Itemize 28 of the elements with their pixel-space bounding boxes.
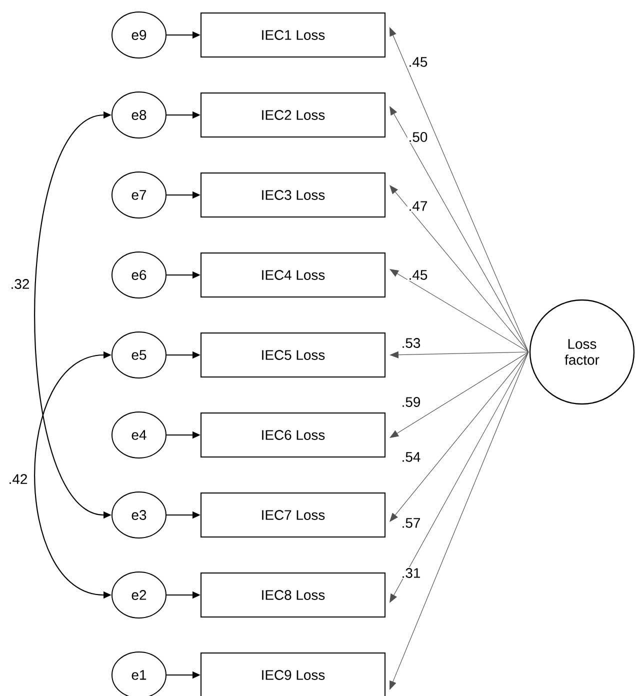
arrow: [390, 185, 529, 352]
indicator-box: IEC7 Loss: [200, 492, 386, 538]
indicator-box: IEC1 Loss: [200, 12, 386, 58]
arrow: [390, 106, 529, 352]
edge-label: .45: [407, 269, 429, 281]
edge-label: .42: [7, 473, 29, 485]
edge-label: .45: [407, 56, 429, 68]
arrow: [390, 27, 529, 352]
indicator-box: IEC4 Loss: [200, 252, 386, 298]
indicator-box: IEC5 Loss: [200, 332, 386, 378]
indicator-box: IEC2 Loss: [200, 92, 386, 138]
arrow: [390, 352, 529, 438]
arrow: [390, 269, 529, 352]
edge-label: .59: [400, 396, 422, 408]
edge-label: .50: [407, 131, 429, 143]
indicator-box: IEC6 Loss: [200, 412, 386, 458]
edge-label: .47: [407, 200, 429, 212]
edge-label: .31: [400, 567, 422, 579]
indicator-box: IEC3 Loss: [200, 172, 386, 218]
indicator-box: IEC8 Loss: [200, 572, 386, 618]
arrow: [390, 352, 529, 690]
indicator-box: IEC9 Loss: [200, 652, 386, 696]
edge-label: .54: [400, 451, 422, 463]
arrow: [390, 352, 529, 603]
edge-label: .32: [9, 278, 31, 290]
edge-label: .53: [400, 337, 422, 349]
arrow: [390, 352, 529, 522]
edge-label: .57: [400, 517, 422, 529]
